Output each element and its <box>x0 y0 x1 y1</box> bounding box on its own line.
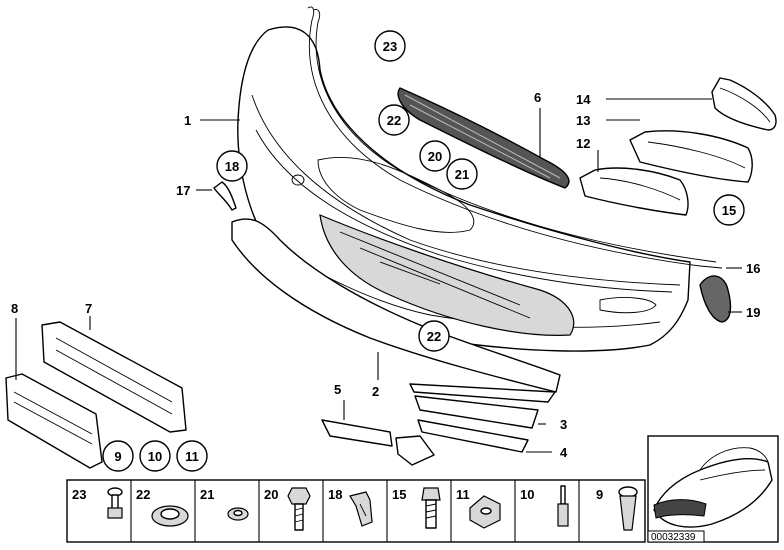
svg-text:10: 10 <box>148 449 162 464</box>
circled-label-23: 23 <box>374 30 406 62</box>
label-16: 16 <box>746 261 760 276</box>
hw-label-21: 21 <box>200 487 214 502</box>
circled-label-18: 18 <box>216 150 248 182</box>
circled-label-9: 9 <box>102 440 134 472</box>
bracket-clip-icon <box>349 491 373 527</box>
svg-text:11: 11 <box>185 449 199 464</box>
speed-nut-icon <box>469 495 501 529</box>
label-5: 5 <box>334 382 341 397</box>
label-6: 6 <box>534 90 541 105</box>
svg-text:20: 20 <box>428 149 442 164</box>
label-3: 3 <box>560 417 567 432</box>
fog-cover-12 <box>579 167 689 216</box>
hardware-strip: 23 22 21 20 18 15 11 10 9 <box>66 479 646 543</box>
expanding-clip-icon <box>618 486 638 531</box>
push-rivet-icon <box>107 487 123 519</box>
reflector-5 <box>321 419 393 447</box>
label-17: 17 <box>176 183 190 198</box>
svg-text:15: 15 <box>722 203 736 218</box>
svg-text:22: 22 <box>387 113 401 128</box>
lower-spoiler <box>231 218 561 393</box>
car-thumbnail-icon: 00032339 <box>647 435 779 543</box>
pop-rivet-icon <box>557 485 569 527</box>
label-14: 14 <box>576 92 591 107</box>
hw-label-23: 23 <box>72 487 86 502</box>
center-grille <box>397 87 570 189</box>
svg-text:18: 18 <box>225 159 239 174</box>
side-vent <box>699 275 732 323</box>
circled-label-22-mid: 22 <box>418 320 450 352</box>
hw-label-11: 11 <box>456 487 470 502</box>
fog-bracket <box>395 435 435 466</box>
upper-trim-strip-2 <box>313 9 717 263</box>
label-4: 4 <box>560 445 568 460</box>
air-duct-3 <box>414 395 539 429</box>
license-plate-base-8 <box>5 373 103 469</box>
upper-trim-strip <box>307 6 723 269</box>
diagram-id: 00032339 <box>651 532 696 543</box>
hw-label-20: 20 <box>264 487 278 502</box>
svg-text:22: 22 <box>427 329 441 344</box>
circled-label-21: 21 <box>446 158 478 190</box>
hw-label-18: 18 <box>328 487 342 502</box>
tow-hook-cover <box>213 181 237 211</box>
label-12: 12 <box>576 136 590 151</box>
washer-icon <box>227 507 249 521</box>
bumper-cover <box>237 26 691 352</box>
circled-label-15: 15 <box>713 194 745 226</box>
fog-cover-13 <box>629 130 753 183</box>
grommet-icon <box>151 505 189 527</box>
upper-spoiler-end <box>409 383 556 403</box>
label-7: 7 <box>85 301 92 316</box>
label-2: 2 <box>372 384 379 399</box>
hw-label-9: 9 <box>596 487 603 502</box>
circled-label-22-top: 22 <box>378 104 410 136</box>
label-19: 19 <box>746 305 760 320</box>
leader-lines <box>15 98 742 453</box>
trim-strip-4 <box>417 419 529 453</box>
circled-label-11: 11 <box>176 440 208 472</box>
circled-label-10: 10 <box>139 440 171 472</box>
fog-cover-14 <box>711 77 777 131</box>
bolt-icon <box>421 487 441 529</box>
hw-label-22: 22 <box>136 487 150 502</box>
svg-text:9: 9 <box>114 449 121 464</box>
label-13: 13 <box>576 113 590 128</box>
svg-text:23: 23 <box>383 39 397 54</box>
hex-bolt-icon <box>287 487 311 531</box>
label-1: 1 <box>184 113 191 128</box>
hw-label-15: 15 <box>392 487 406 502</box>
circled-label-20: 20 <box>419 140 451 172</box>
label-8: 8 <box>11 301 18 316</box>
license-bracket-7 <box>41 321 187 433</box>
hw-label-10: 10 <box>520 487 534 502</box>
svg-text:21: 21 <box>455 167 469 182</box>
